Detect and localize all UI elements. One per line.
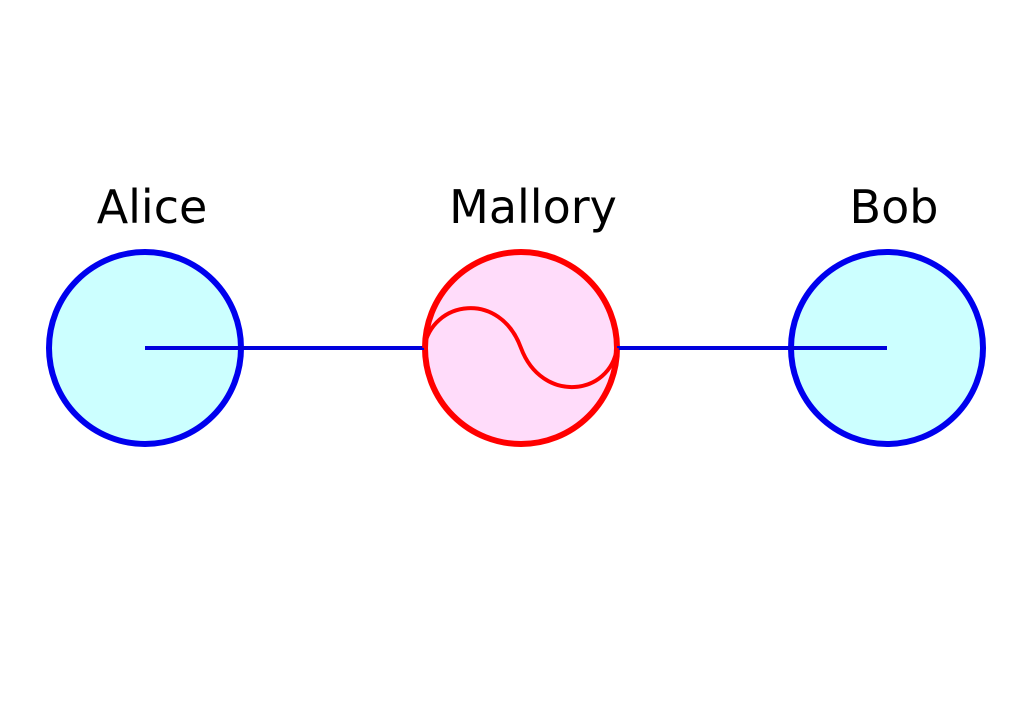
wave-icon: [422, 306, 619, 389]
bob-label: Bob: [850, 180, 939, 234]
alice-label: Alice: [97, 180, 208, 234]
mallory-label: Mallory: [449, 180, 617, 234]
